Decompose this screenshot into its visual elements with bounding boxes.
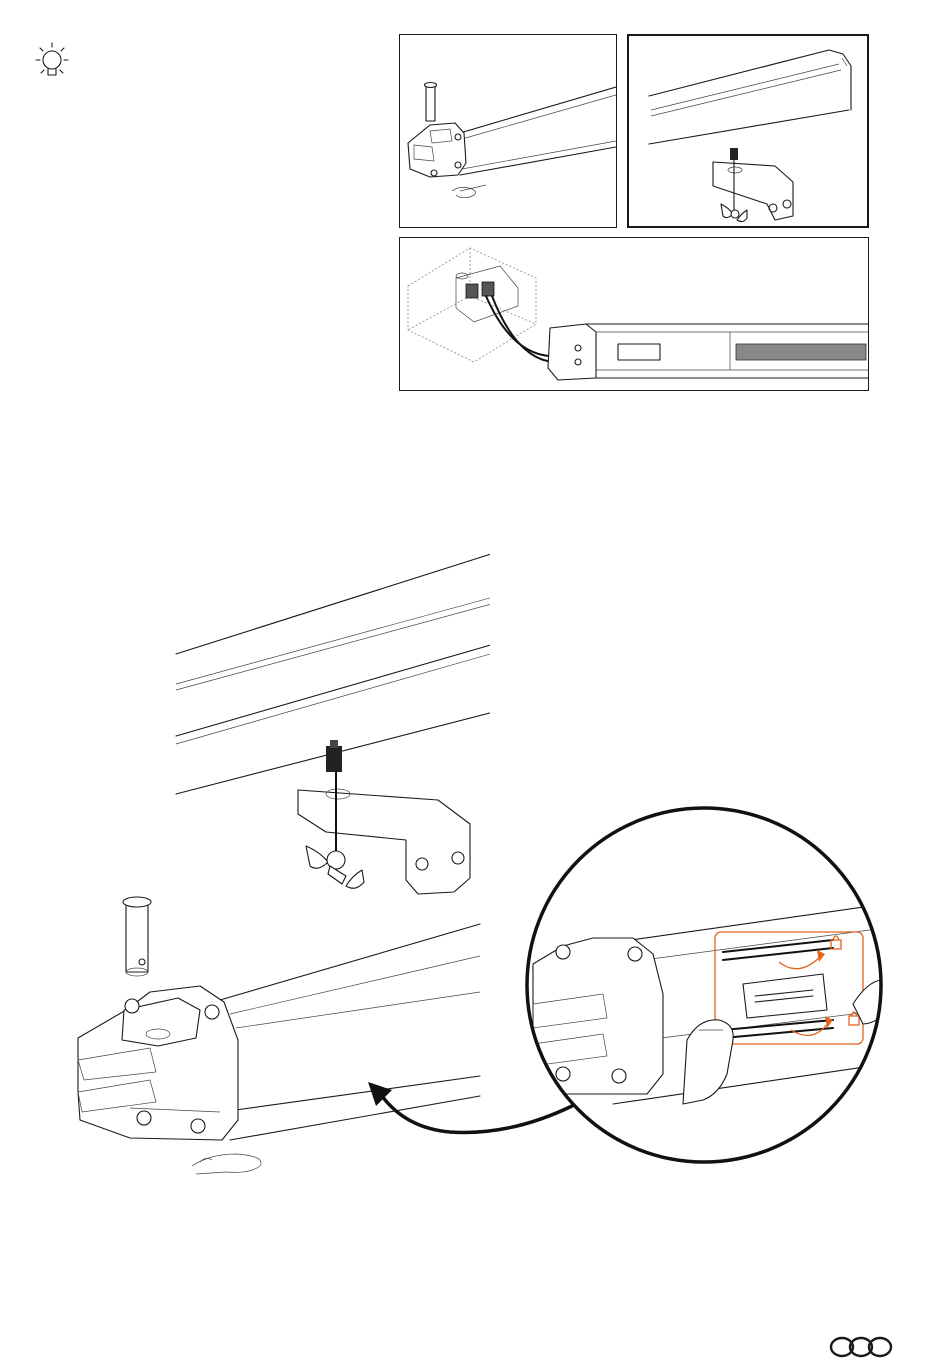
figure-panel-power-connection [399,237,869,391]
figure-panel-pin-clip [399,34,617,228]
detail-callout-arrow [360,1070,580,1150]
three-ring-logo-icon [828,1334,894,1360]
figure-panel-bracket [627,34,869,228]
lightbulb-icon [30,40,74,84]
